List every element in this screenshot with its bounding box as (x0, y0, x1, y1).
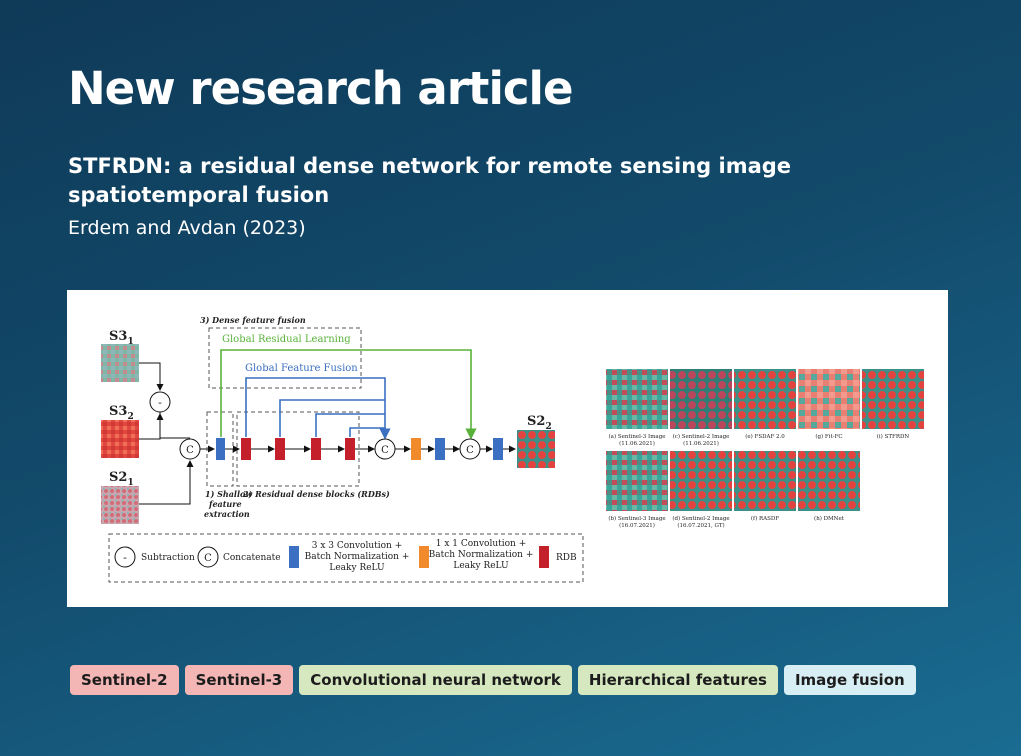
s2-1-image (101, 486, 139, 524)
article-title[interactable]: STFRDN: a residual dense network for rem… (68, 154, 792, 207)
tag-sentinel-3[interactable]: Sentinel-3 (184, 665, 294, 695)
thumb-f-caption: (f) RASDF (751, 515, 779, 522)
rdb-block-2 (275, 438, 285, 460)
thumb-f (734, 451, 796, 511)
legend-conv3-swatch (289, 546, 299, 568)
s2-2-label: S22 (527, 414, 552, 432)
conv3-block-2 (435, 438, 445, 460)
legend-conv1-l2: Batch Normalization + (429, 550, 534, 560)
thumb-i-caption: (i) STFRDN (877, 433, 910, 440)
legend-rdb-swatch (539, 546, 549, 568)
thumb-g (798, 369, 860, 429)
rdb-block-1 (241, 438, 251, 460)
global-feature-label: Global Feature Fusion (245, 363, 358, 374)
thumb-c (670, 369, 732, 429)
thumb-c-caption-1: (c) Sentinel-2 Image (673, 433, 730, 440)
keyword-tags: Sentinel-2 Sentinel-3 Convolutional neur… (70, 665, 916, 695)
s3-1-image (101, 344, 139, 382)
thumb-a-caption-1: (a) Sentinel-3 Image (609, 433, 666, 440)
thumb-g-caption: (g) Fit-FC (815, 433, 842, 440)
thumb-b (606, 451, 668, 511)
page-heading: New research article (68, 62, 573, 115)
s3-1-label: S31 (109, 329, 134, 347)
concat-node-3-label: C (466, 445, 474, 456)
concat-node-2-label: C (381, 445, 389, 456)
concat-node-1-label: C (186, 445, 194, 456)
s3-2-label: S32 (109, 404, 134, 422)
thumb-b-caption-2: (16.07.2021) (619, 522, 655, 529)
thumb-d (670, 451, 732, 511)
global-residual-label: Global Residual Learning (222, 334, 351, 345)
conv3-block-shallow (216, 438, 225, 460)
legend-subtract-symbol: - (123, 551, 127, 564)
thumb-e-caption: (e) FSDAF 2.0 (745, 433, 785, 440)
thumb-b-caption-1: (b) Sentinel-3 Image (608, 515, 665, 522)
shallow-label-line2: feature (208, 499, 242, 509)
legend-conv1-l3: Leaky ReLU (453, 561, 509, 571)
legend-concatenate: Concatenate (223, 553, 281, 563)
thumb-h-caption: (h) DMNet (814, 515, 845, 522)
rdb-label: 2) Residual dense blocks (RDBs) (242, 489, 390, 499)
legend-subtraction: Subtraction (141, 553, 195, 563)
tag-sentinel-2[interactable]: Sentinel-2 (70, 665, 179, 695)
legend-concat-symbol: C (204, 553, 212, 564)
conv1-block (411, 438, 421, 460)
tag-image-fusion[interactable]: Image fusion (783, 665, 916, 695)
rdb-block-3 (311, 438, 321, 460)
legend-conv1-l1: 1 x 1 Convolution + (436, 539, 527, 549)
shallow-label-line1: 1) Shallow (205, 489, 253, 499)
conv3-block-3 (493, 438, 503, 460)
article-authors: Erdem and Avdan (2023) (68, 217, 306, 239)
thumb-c-caption-2: (11.06.2021) (683, 440, 719, 447)
dense-fusion-label: 3) Dense feature fusion (200, 315, 306, 325)
rdb-block-4 (345, 438, 355, 460)
legend-conv3-l1: 3 x 3 Convolution + (312, 541, 403, 551)
legend-conv3-l2: Batch Normalization + (305, 552, 410, 562)
result-thumbnails (606, 369, 924, 511)
thumb-h (798, 451, 860, 511)
legend-rdb: RDB (556, 553, 577, 563)
legend-conv3-l3: Leaky ReLU (329, 563, 385, 573)
thumb-i (862, 369, 924, 429)
legend-conv1-swatch (419, 546, 429, 568)
s2-1-label: S21 (109, 470, 134, 488)
thumb-a-caption-2: (11.06.2021) (619, 440, 655, 447)
s3-2-image (101, 420, 139, 458)
thumb-e (734, 369, 796, 429)
subtraction-node-label: - (158, 396, 162, 409)
thumb-a (606, 369, 668, 429)
article-figure: S31 S32 S21 - C 3) Dense feature fusion … (67, 290, 948, 607)
thumb-d-caption-1: (d) Sentinel-2 Image (672, 515, 729, 522)
shallow-label-line3: extraction (204, 509, 250, 519)
tag-convolutional-neural-network[interactable]: Convolutional neural network (299, 665, 572, 695)
s2-2-image (517, 430, 555, 468)
tag-hierarchical-features[interactable]: Hierarchical features (577, 665, 778, 695)
thumb-d-caption-2: (16.07.2021, GT) (677, 522, 724, 529)
architecture-diagram: S31 S32 S21 - C 3) Dense feature fusion … (101, 315, 924, 583)
legend-box (108, 533, 584, 583)
